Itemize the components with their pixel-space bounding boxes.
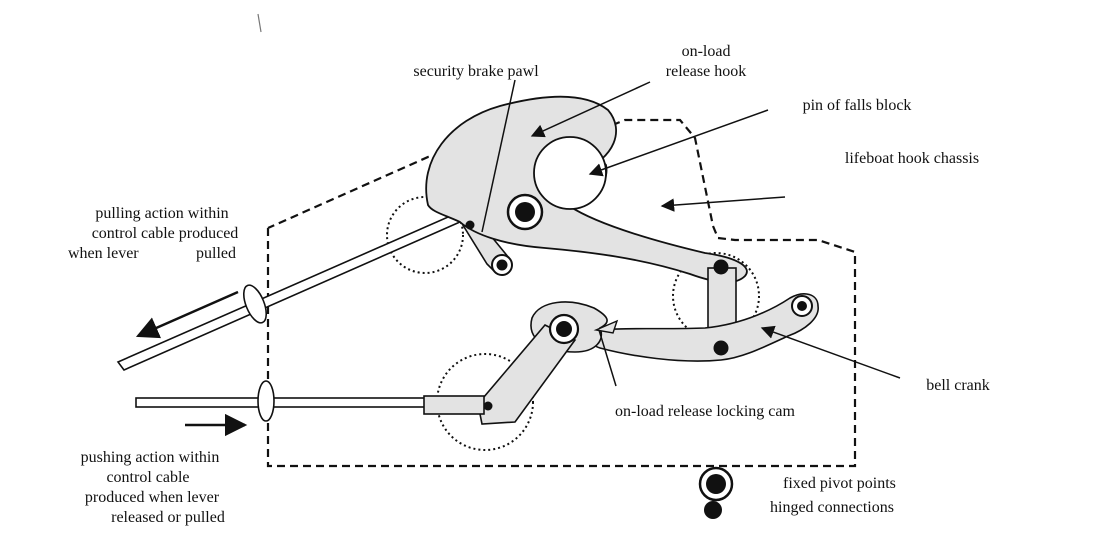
fixed-pivot-bell-crank-end <box>791 295 813 317</box>
hinge-lever-connector <box>483 401 493 411</box>
pull-cable-sleeve <box>242 284 268 324</box>
label-pushing-action-4: released or pulled <box>111 509 225 526</box>
hinge-hook-link <box>713 259 729 275</box>
label-pulling-action-2: control cable produced <box>92 225 239 242</box>
fixed-pivot-pawl <box>491 254 513 276</box>
pointer-pin-of-falls-block <box>588 109 769 177</box>
label-on-load-release-hook-2: release hook <box>666 63 746 80</box>
bell-crank <box>591 293 819 362</box>
pointer-lifeboat-hook-chassis <box>660 196 786 212</box>
label-pushing-action-3: produced when lever <box>85 489 220 506</box>
push-cable-sleeve <box>257 380 275 422</box>
label-security-brake-pawl: security brake pawl <box>413 63 539 80</box>
pull-action-arrow <box>135 290 239 339</box>
label-pulling-action-3b: pulled <box>196 245 236 262</box>
legend-fixed-pivot-label: fixed pivot points <box>783 475 896 492</box>
label-lifeboat-hook-chassis: lifeboat hook chassis <box>845 150 979 167</box>
label-bell-crank: bell crank <box>926 377 990 394</box>
pointer-bell-crank <box>760 325 901 379</box>
label-pulling-action-3a: when lever <box>68 245 139 262</box>
pointer-on-load-release-hook <box>530 81 651 138</box>
pivot-zone-upper-link <box>672 252 760 340</box>
push-cable-connector <box>423 395 485 415</box>
legend-hinged-symbol <box>704 501 722 519</box>
label-pin-of-falls-block: pin of falls block <box>803 97 912 114</box>
push-cable-rod <box>135 397 427 408</box>
pointer-locking-cam <box>598 329 617 387</box>
legend-hinged-label: hinged connections <box>770 499 894 516</box>
locking-cam-tooth <box>593 319 619 334</box>
falls-block-pin <box>533 136 607 210</box>
legend-fixed-pivot-symbol <box>698 466 734 502</box>
pointer-security-brake-pawl <box>481 79 516 233</box>
label-pulling-action-1: pulling action within <box>95 205 228 222</box>
hinge-pawl-rod <box>465 220 475 230</box>
fixed-pivot-hook <box>506 193 544 231</box>
label-locking-cam: on-load release locking cam <box>615 403 795 420</box>
stray-mark <box>257 13 262 33</box>
fixed-pivot-cam <box>548 313 580 345</box>
label-pushing-action-1: pushing action within <box>81 449 220 466</box>
label-on-load-release-hook-1: on-load <box>682 43 731 60</box>
pivot-zone-pawl <box>386 196 464 274</box>
hinge-link-bell-crank <box>713 340 729 356</box>
label-pushing-action-2: control cable <box>106 469 189 486</box>
